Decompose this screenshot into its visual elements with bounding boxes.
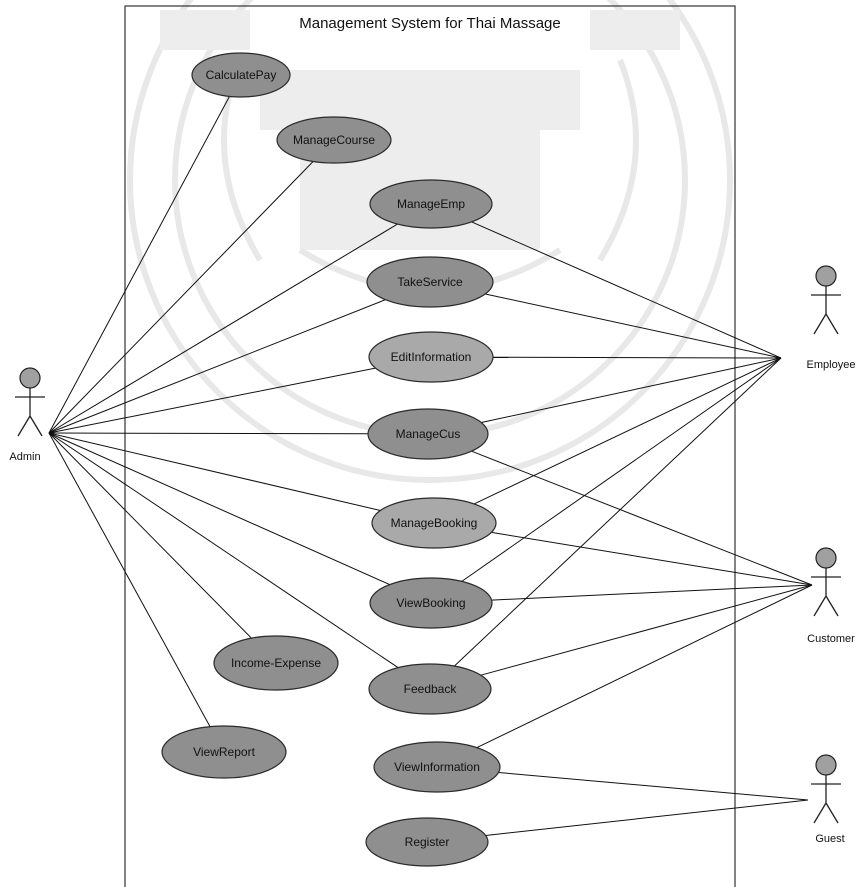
association-admin-viewbooking — [48, 432, 390, 586]
use-case-label: TakeService — [397, 275, 463, 289]
association-admin-managebooking — [48, 432, 381, 511]
association-admin-feedback — [48, 432, 399, 669]
use-case-ellipse — [366, 256, 494, 308]
use-case-ellipse — [191, 52, 291, 98]
use-case-register: Register — [365, 817, 489, 867]
use-case-managecus: ManageCus — [367, 408, 489, 460]
actor-head-icon — [815, 754, 837, 776]
use-case-viewbooking: ViewBooking — [369, 577, 493, 629]
use-case-ellipse — [368, 663, 492, 715]
use-case-ellipse — [373, 741, 501, 793]
use-case-label: ManageCourse — [293, 133, 375, 147]
use-case-ellipse — [367, 408, 489, 460]
use-case-ellipse — [213, 635, 339, 691]
use-case-label: ViewBooking — [396, 596, 465, 610]
association-admin-viewreport — [48, 432, 211, 727]
use-case-ellipse — [371, 497, 497, 549]
use-case-label: ViewReport — [193, 745, 255, 759]
actor-body-icon — [811, 286, 841, 335]
use-case-ellipse — [369, 179, 493, 229]
association-customer-viewbooking — [491, 584, 813, 601]
association-employee-managecus — [481, 357, 782, 423]
actor-label: Guest — [815, 833, 844, 845]
use-cases: CalculatePayManageCourseManageEmpTakeSer… — [161, 52, 501, 867]
use-case-managebooking: ManageBooking — [371, 497, 497, 549]
association-customer-feedback — [480, 584, 813, 676]
use-case-ellipse — [276, 116, 392, 164]
use-case-editinformation: EditInformation — [368, 331, 494, 383]
actor-customer: Customer — [807, 547, 855, 645]
association-employee-manageemp — [471, 221, 782, 359]
association-admin-managecourse — [48, 161, 314, 434]
use-case-calculatepay: CalculatePay — [191, 52, 291, 98]
association-guest-register — [485, 799, 809, 836]
use-case-ellipse — [161, 725, 287, 779]
actor-admin: Admin — [9, 367, 45, 463]
use-case-label: ManageBooking — [391, 516, 478, 530]
actor-employee: Employee — [807, 265, 856, 371]
use-case-label: EditInformation — [391, 350, 472, 364]
association-admin-income-expense — [48, 432, 252, 639]
association-admin-calculatepay — [48, 96, 230, 434]
use-case-label: ManageEmp — [397, 197, 465, 211]
use-case-label: Income-Expense — [231, 656, 321, 670]
actor-label: Customer — [807, 633, 855, 645]
association-customer-viewinformation — [476, 584, 813, 749]
association-admin-manageemp — [48, 223, 398, 434]
association-customer-managecus — [471, 450, 813, 586]
use-case-ellipse — [365, 817, 489, 867]
use-case-viewreport: ViewReport — [161, 725, 287, 779]
use-case-ellipse — [368, 331, 494, 383]
association-guest-viewinformation — [498, 772, 809, 801]
use-case-label: ManageCus — [396, 427, 461, 441]
actor-body-icon — [15, 388, 45, 437]
actor-head-icon — [815, 265, 837, 287]
association-admin-editinformation — [48, 367, 376, 434]
actor-body-icon — [811, 775, 841, 824]
use-case-label: Feedback — [404, 682, 458, 696]
system-title: Management System for Thai Massage — [299, 15, 561, 32]
association-customer-managebooking — [491, 531, 813, 586]
association-employee-managebooking — [473, 357, 782, 505]
actor-guest: Guest — [811, 754, 845, 845]
actor-head-icon — [815, 547, 837, 569]
association-admin-takeservice — [48, 299, 386, 434]
association-admin-managecus — [48, 432, 369, 435]
use-case-viewinformation: ViewInformation — [373, 741, 501, 793]
associations — [48, 96, 813, 836]
use-case-manageemp: ManageEmp — [369, 179, 493, 229]
use-case-ellipse — [369, 577, 493, 629]
use-case-label: CalculatePay — [206, 68, 277, 82]
association-employee-viewbooking — [461, 357, 782, 582]
association-employee-feedback — [453, 357, 782, 667]
use-case-takeservice: TakeService — [366, 256, 494, 308]
actor-body-icon — [811, 568, 841, 617]
actor-head-icon — [19, 367, 41, 389]
use-case-income-expense: Income-Expense — [213, 635, 339, 691]
use-case-managecourse: ManageCourse — [276, 116, 392, 164]
association-employee-editinformation — [492, 356, 782, 359]
use-case-label: ViewInformation — [394, 760, 480, 774]
use-case-feedback: Feedback — [368, 663, 492, 715]
use-case-label: Register — [405, 835, 450, 849]
association-employee-takeservice — [485, 293, 782, 359]
actor-label: Admin — [9, 451, 40, 463]
actor-label: Employee — [807, 359, 856, 371]
